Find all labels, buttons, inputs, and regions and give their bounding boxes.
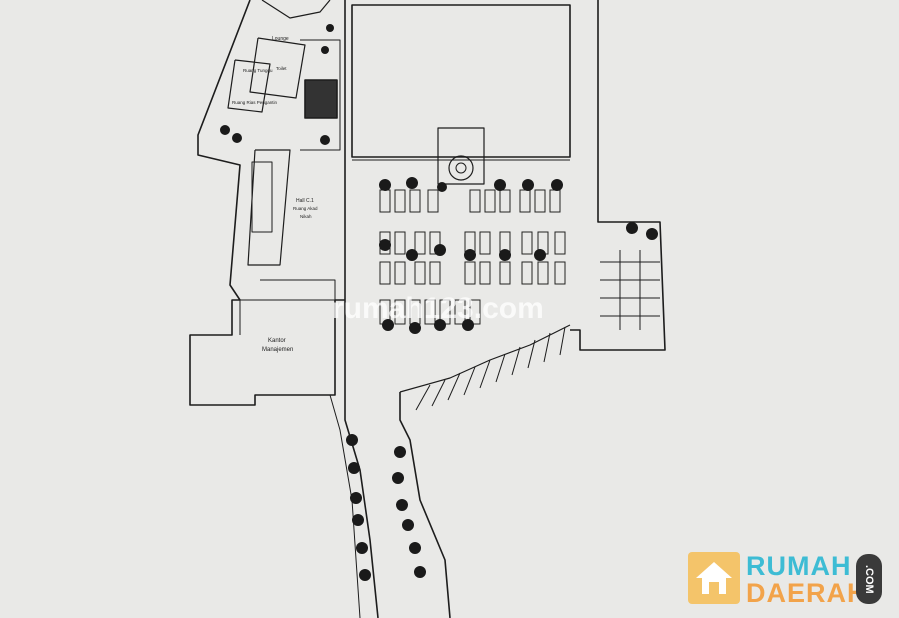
- label-ruang-rias: Ruang Rias Pengantin: [232, 100, 278, 105]
- logo-suffix: .COM: [856, 554, 882, 604]
- car-row-2: [379, 231, 566, 255]
- right-boundary: [570, 0, 666, 351]
- room-labels: Lounge Ruang Tunggu Toilet Ruang Rias Pe…: [232, 36, 318, 353]
- label-ruang-tunggu: Ruang Tunggu: [243, 68, 273, 73]
- left-wing-boundary: [189, 0, 345, 406]
- label-lounge: Lounge: [272, 36, 289, 42]
- house-icon: [688, 552, 740, 604]
- label-hall-sub1: Ruang Akad: [293, 206, 318, 211]
- logo-line1: RUMAH: [746, 551, 852, 581]
- label-kantor: Kantor: [268, 338, 286, 344]
- car-row-3: [379, 261, 566, 285]
- label-toilet: Toilet: [276, 66, 287, 71]
- car-rows: [379, 189, 566, 325]
- label-manajemen: Manajemen: [262, 347, 293, 353]
- rumahdaerah-logo: RUMAH DAERAH .COM: [688, 552, 888, 610]
- palm-trees: [220, 24, 658, 581]
- label-hall-sub2: Nikah: [300, 214, 312, 219]
- driveway-right: [399, 392, 451, 618]
- label-hall: Hall C.1: [296, 198, 314, 204]
- entrance-fountain-block: [437, 127, 485, 185]
- watermark-text: rumah123.com: [332, 292, 544, 325]
- car-row-1: [379, 189, 561, 213]
- driveway-left: [344, 345, 379, 618]
- main-hall-outline: [351, 4, 571, 158]
- logo-line2: DAERAH: [746, 578, 868, 608]
